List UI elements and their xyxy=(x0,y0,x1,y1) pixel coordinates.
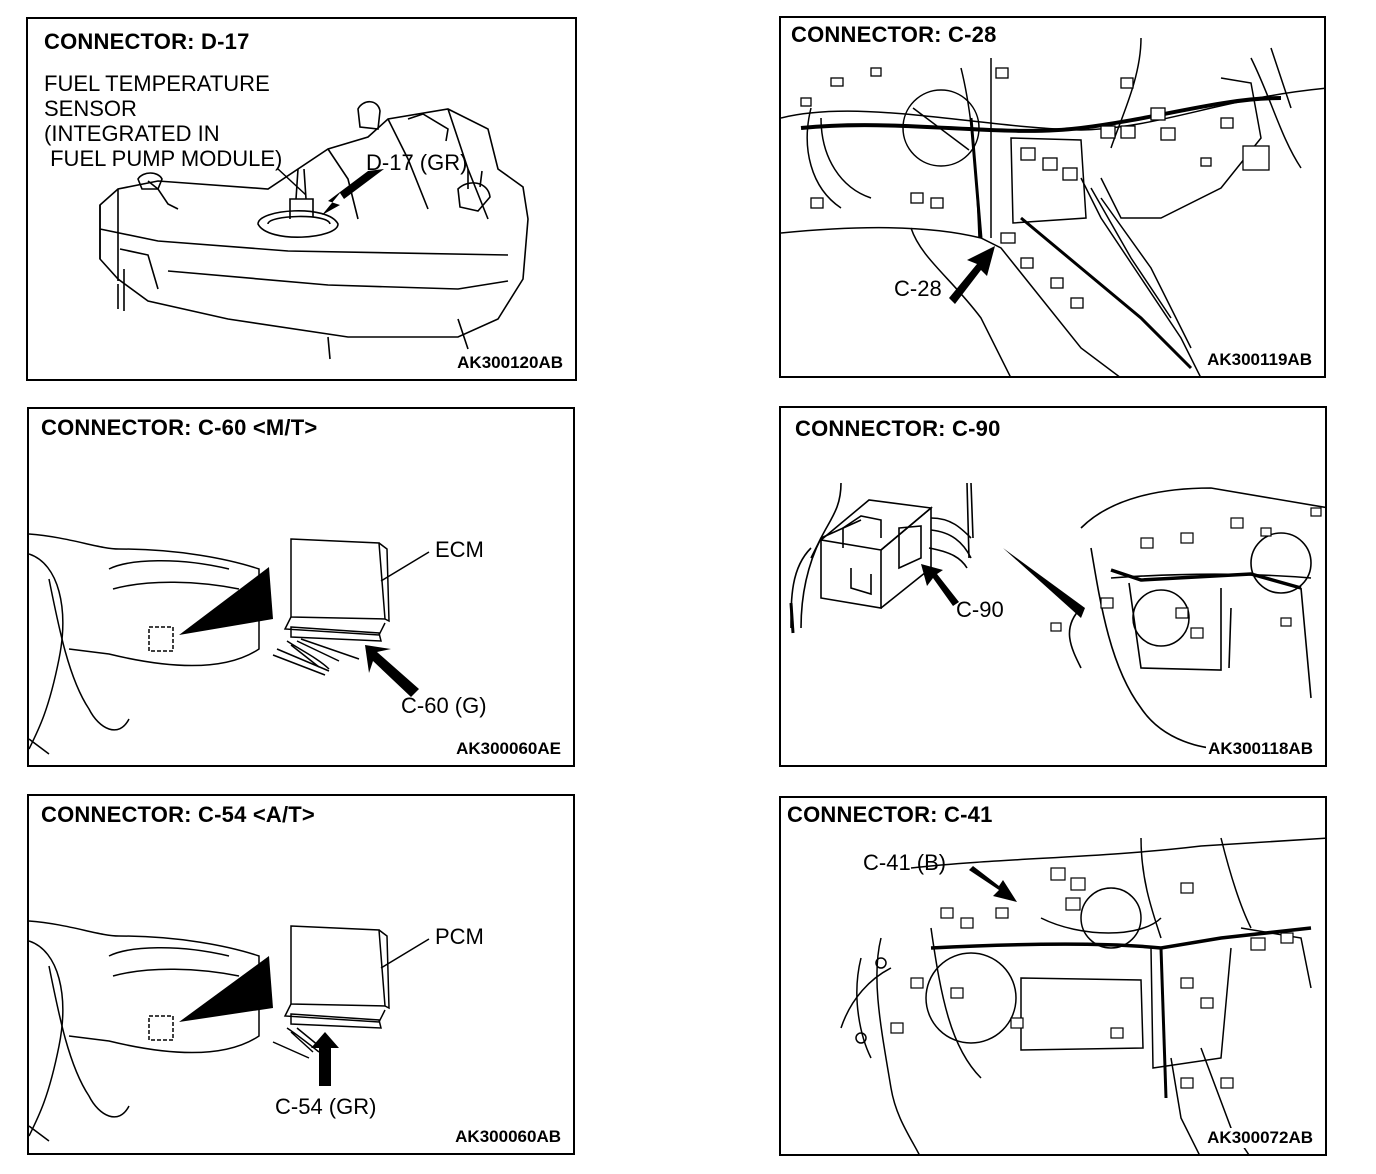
callout-arrow xyxy=(949,246,995,304)
connector-callout: C-60 (G) xyxy=(401,693,487,718)
pcm-illustration xyxy=(29,920,430,1142)
figure-code: AK300119AB xyxy=(1205,350,1314,370)
panel-c41: CONNECTOR: C-41 C-41 (B) AK300072AB xyxy=(779,796,1327,1156)
figure-code: AK300060AE xyxy=(454,739,563,759)
panel-title: CONNECTOR: D-17 xyxy=(42,29,252,55)
description-line: FUEL TEMPERATURE xyxy=(44,71,270,96)
connector-c90-illustration xyxy=(789,482,1325,750)
figure-code: AK300118AB xyxy=(1206,739,1315,759)
description-line: FUEL PUMP MODULE) xyxy=(44,146,283,171)
panel-c60: CONNECTOR: C-60 <M/T> ECM C-60 (G) AK300… xyxy=(27,407,575,767)
ecm-illustration xyxy=(29,533,430,755)
module-label: PCM xyxy=(435,924,484,949)
panel-d17: CONNECTOR: D-17 FUEL TEMPERATURE SENSOR … xyxy=(26,17,577,381)
fuel-tank-illustration xyxy=(99,100,529,360)
panel-c28: CONNECTOR: C-28 C-28 AK300119AB xyxy=(779,16,1326,378)
connector-callout: C-54 (GR) xyxy=(275,1094,377,1119)
panel-title: CONNECTOR: C-90 xyxy=(793,416,1003,442)
dashboard-harness-c41-illustration xyxy=(840,818,1325,1154)
figure-code: AK300072AB xyxy=(1205,1128,1315,1148)
figure-code: AK300060AB xyxy=(453,1127,563,1147)
panel-title: CONNECTOR: C-28 xyxy=(789,22,999,48)
description-line: SENSOR xyxy=(44,96,137,121)
connector-callout: C-90 xyxy=(956,597,1004,622)
panel-c90: CONNECTOR: C-90 C-90 AK300118AB xyxy=(779,406,1327,767)
panel-title: CONNECTOR: C-60 <M/T> xyxy=(39,415,320,441)
dashboard-harness-illustration xyxy=(781,37,1324,376)
figure-code: AK300120AB xyxy=(455,353,565,373)
sensor-description: FUEL TEMPERATURE SENSOR (INTEGRATED IN F… xyxy=(44,71,282,171)
connector-callout: C-41 (B) xyxy=(863,850,947,875)
callout-arrows xyxy=(277,168,384,215)
panel-title: CONNECTOR: C-54 <A/T> xyxy=(39,802,317,828)
connector-callout: C-28 xyxy=(894,276,942,301)
panel-title: CONNECTOR: C-41 xyxy=(785,802,995,828)
connector-callout: D-17 (GR) xyxy=(366,150,468,175)
panel-c54: CONNECTOR: C-54 <A/T> PCM C-54 (GR) AK30… xyxy=(27,794,575,1155)
description-line: (INTEGRATED IN xyxy=(44,121,220,146)
module-label: ECM xyxy=(435,537,484,562)
